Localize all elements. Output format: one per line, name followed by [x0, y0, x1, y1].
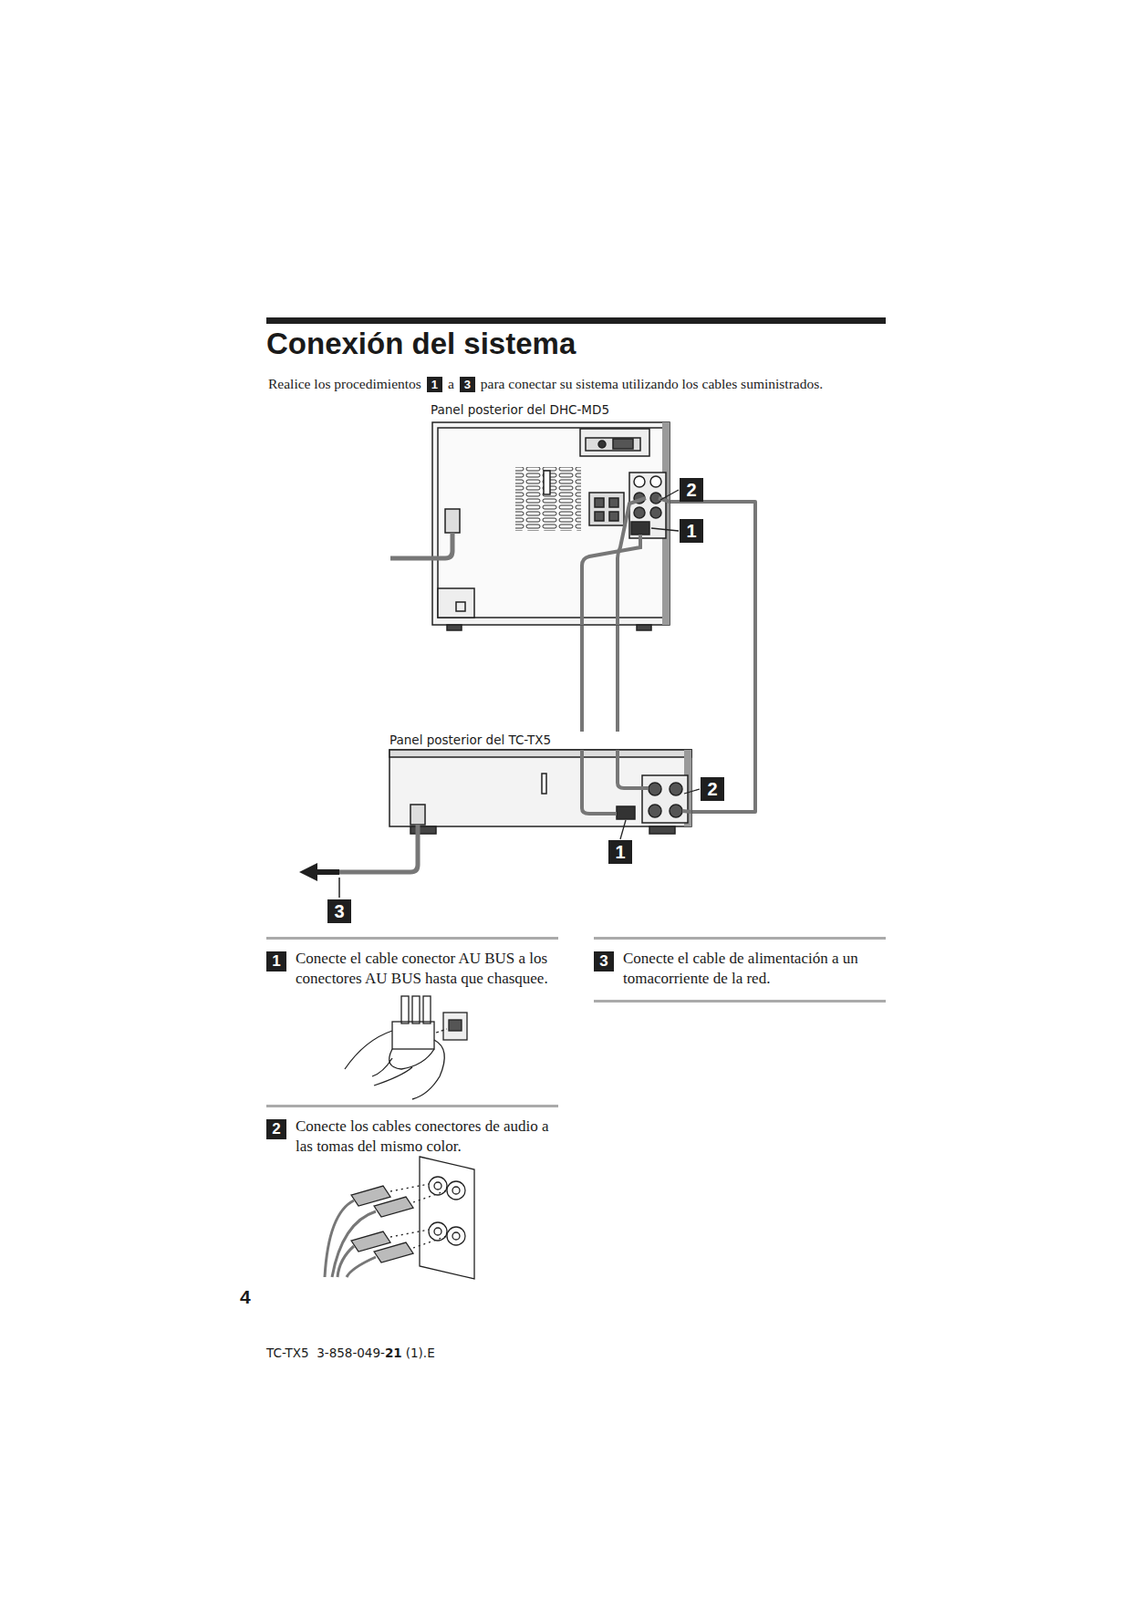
step-text: Conecte el cable conector AU BUS a los c…	[295, 948, 556, 989]
cable	[581, 498, 692, 814]
panel-heading: Panel posterior del DHC-MD5	[428, 402, 612, 417]
step-text: Conecte los cables conectores de audio a…	[295, 1116, 556, 1157]
callout-number: 1	[608, 840, 633, 864]
intro-text: para conectar su sistema utilizando los …	[480, 375, 823, 393]
step-number: 1	[266, 951, 287, 972]
footer-code: 21	[384, 1345, 403, 1361]
panel-heading: Panel posterior del TC-TX5	[387, 732, 553, 748]
plug-arrow	[315, 869, 340, 875]
step-number: 3	[593, 951, 614, 972]
section-rule	[266, 936, 886, 1108]
plug-arrow	[299, 862, 318, 882]
device-panel: Panel posterior del TC-TX5	[387, 731, 693, 832]
step-ref: 3	[459, 376, 476, 393]
step-text: Conecte el cable de alimentación a un to…	[623, 948, 883, 989]
intro-text: Realice los procedimientos	[268, 375, 422, 393]
power-cord	[390, 532, 453, 559]
footer-code: (1).E	[405, 1345, 436, 1361]
callout-number: 3	[327, 899, 352, 924]
power-cord	[339, 824, 418, 873]
cable-connector	[615, 625, 620, 732]
intro-text: a	[447, 375, 455, 393]
step-number: 2	[266, 1119, 287, 1140]
callout-number: 2	[679, 477, 704, 502]
cable-connector	[670, 501, 756, 812]
page-title: Conexión del sistema	[266, 326, 576, 362]
cable-connector	[580, 625, 584, 732]
plug-illustration	[324, 1156, 475, 1279]
page-number: 4	[239, 1286, 251, 1309]
callout-number: 1	[679, 519, 704, 543]
tc-tx5-housing	[389, 749, 692, 834]
footer-code: TC-TX5 3-858-049-21(1).E	[266, 1345, 436, 1361]
device-panel: Panel posterior del DHC-MD5	[428, 401, 671, 626]
callout-number: 2	[700, 777, 725, 801]
hand-illustration	[344, 996, 468, 1100]
step-ref: 1	[426, 376, 443, 393]
dhc-md5-housing	[432, 422, 670, 631]
footer-code: TC-TX5 3-858-049-	[266, 1345, 385, 1361]
title-rule	[266, 317, 886, 324]
intro-text: Realice los procedimientos1a3para conect…	[266, 375, 825, 393]
leader-line	[338, 877, 341, 898]
